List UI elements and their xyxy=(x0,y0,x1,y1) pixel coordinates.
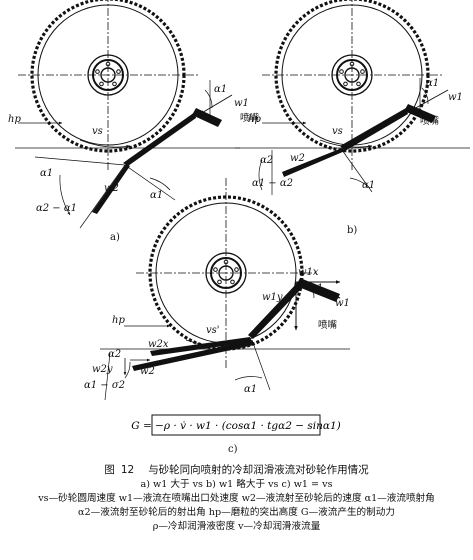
alpha1-top-label-a: α1 xyxy=(214,84,227,95)
w2-label-b: w2 xyxy=(290,153,305,164)
vs-label-b: vs xyxy=(332,126,343,137)
figure-number: 12 xyxy=(120,464,135,476)
panel-label-a: a) xyxy=(110,232,120,243)
w1x-label-c: w1x xyxy=(298,267,319,278)
w1-label-b: w1 xyxy=(448,92,463,103)
alpha1-bottom-label-a: α1 xyxy=(150,190,163,201)
alpha1-left-label-a: α1 xyxy=(40,168,53,179)
hp-label-a: hp xyxy=(8,114,21,125)
alpha2-label-c: α2 xyxy=(108,349,121,360)
caption-legend-3: ρ—冷却润滑液密度 v—冷却润滑液流量 xyxy=(152,521,321,532)
alpha-diff-label-c: α1 − σ2 xyxy=(84,380,125,391)
nozzle-label-a: 喷嘴 xyxy=(240,113,260,124)
alpha1-top-label-c: α1 xyxy=(310,283,323,294)
alpha2-label-b: α2 xyxy=(260,155,273,166)
caption-conditions: a) w1 大于 vs b) w1 略大于 vs c) w1 = vs xyxy=(140,479,333,490)
caption-legend-2: α2—液流射至砂轮后的射出角 hp—磨粒的突出高度 G—液流产生的制动力 xyxy=(78,507,395,518)
figure-title: 与砂轮同向喷射的冷却润滑液流对砂轮作用情况 xyxy=(148,464,369,476)
alpha1-bottom-label-b: α1 xyxy=(362,180,375,191)
nozzle-label-b: 喷嘴 xyxy=(420,116,440,127)
jet-c xyxy=(248,282,302,339)
w1y-label-c: w1y xyxy=(262,292,283,303)
hp-label-c: hp xyxy=(112,315,125,326)
w2-label-c: w2 xyxy=(140,366,155,377)
panel-label-b: b) xyxy=(347,225,357,236)
jet-b xyxy=(340,108,408,151)
figure-diagram: hp vs w1 w2 α1 α1 α2 − α1 α1 喷嘴 a) hp vs… xyxy=(8,0,470,455)
w1-label-c: w1 xyxy=(335,298,350,309)
figure-caption: 图 12 与砂轮同向喷射的冷却润滑液流对砂轮作用情况 a) w1 大于 vs b) … xyxy=(0,462,473,534)
alpha1-bottom-label-c: α1 xyxy=(244,384,257,395)
hp-label-b: hp xyxy=(248,114,261,125)
w2-label-a: w2 xyxy=(104,183,119,194)
figure-word: 图 xyxy=(104,464,115,476)
nozzle-a xyxy=(192,108,222,127)
panel-b: hp vs w1 w2 α1 α2 α1 − α2 α1 喷嘴 b) xyxy=(235,0,470,236)
alpha1-top-label-b: α1 xyxy=(426,78,439,89)
jet-a xyxy=(123,112,196,166)
vs-label-c: vs' xyxy=(206,325,220,336)
panel-label-c: c) xyxy=(228,444,238,455)
formula-box xyxy=(151,414,321,436)
panel-c: hp vs' w1x w1 w1y w2x w2y w2 α1 α2 α1 − … xyxy=(84,176,350,455)
caption-legend-1: vs—砂轮圆周速度 w1—液流在喷嘴出口处速度 w2—液流射至砂轮后的速度 α1… xyxy=(38,493,435,504)
panel-a: hp vs w1 w2 α1 α1 α2 − α1 α1 喷嘴 a) xyxy=(8,0,260,243)
w1-label-a: w1 xyxy=(234,98,249,109)
alpha-diff-label-a: α2 − α1 xyxy=(36,203,77,214)
w2y-label-c: w2y xyxy=(92,364,113,375)
vs-label-a: vs xyxy=(92,126,103,137)
nozzle-label-c: 喷嘴 xyxy=(318,320,338,331)
alpha-diff-label-b: α1 − α2 xyxy=(252,178,293,189)
caption-title-line: 图 12 与砂轮同向喷射的冷却润滑液流对砂轮作用情况 xyxy=(0,462,473,478)
formula: G = −ρ · v̇ · w1 · (cosα1 · tgα2 − sinα1… xyxy=(131,419,341,432)
w2x-label-c: w2x xyxy=(148,339,169,350)
